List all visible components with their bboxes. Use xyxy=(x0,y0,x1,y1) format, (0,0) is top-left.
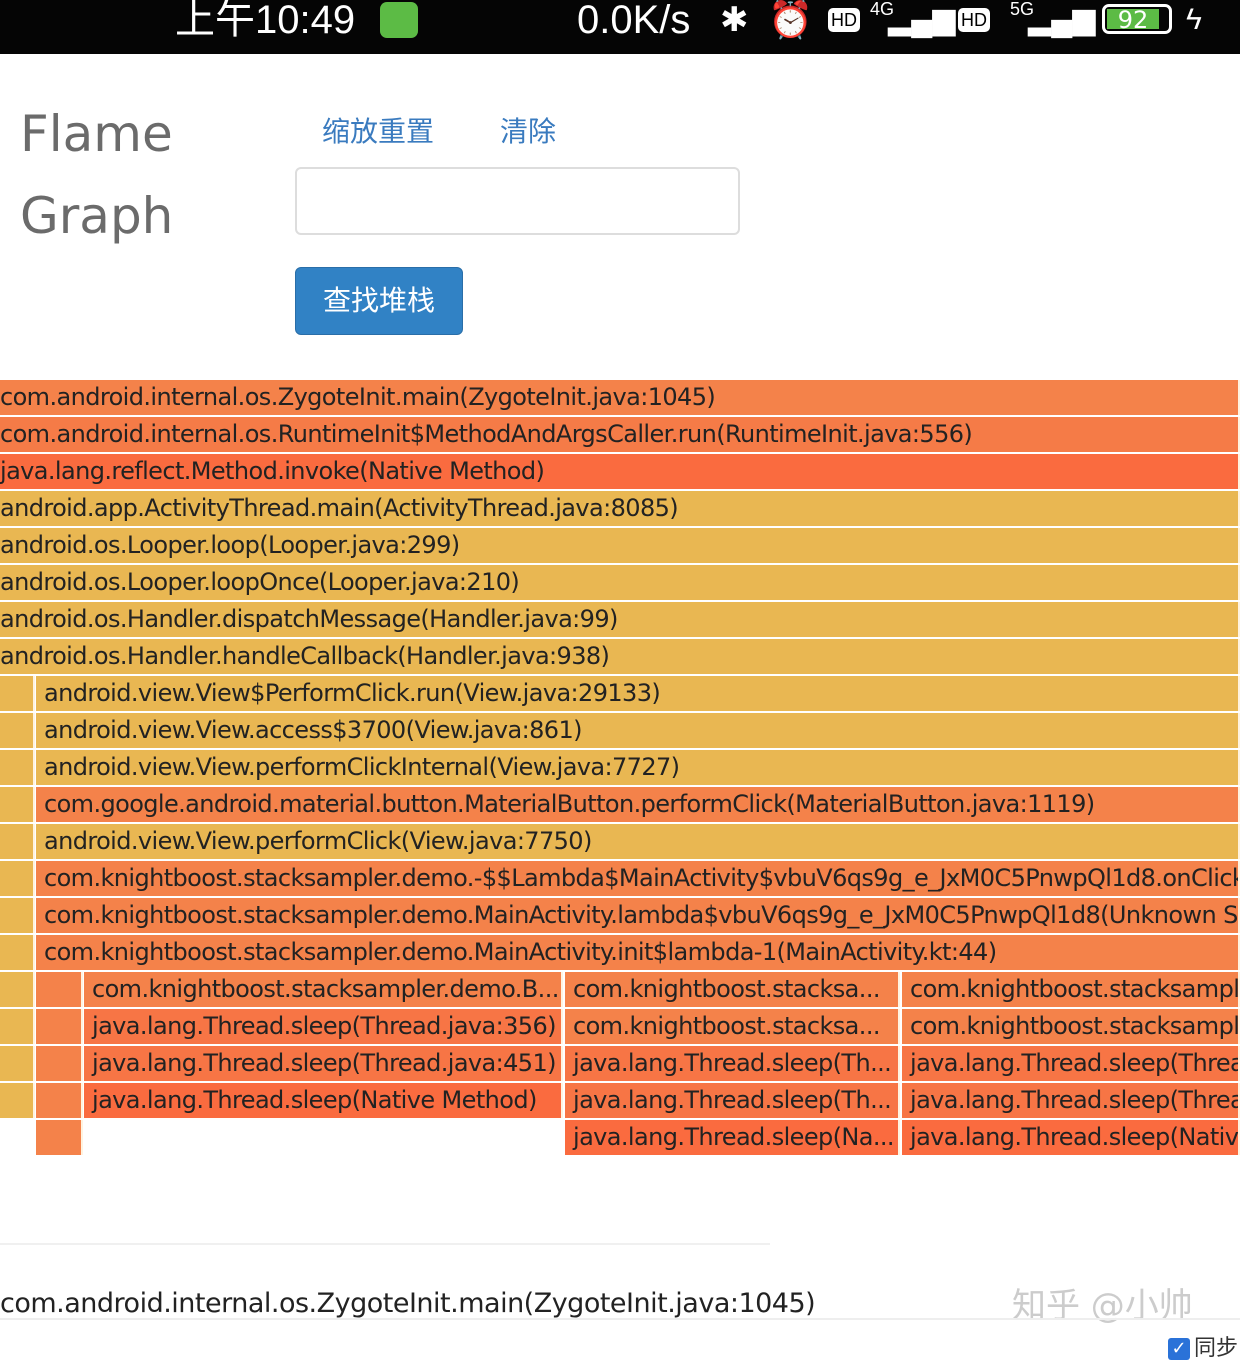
signal-icon-2: ▂▄▆ xyxy=(1028,3,1096,36)
page-title-line1: Flame xyxy=(20,105,173,163)
flame-frame[interactable]: com.knightboost.stacksampler.demo.-$$Lam… xyxy=(36,861,1240,896)
flame-frame[interactable]: java.lang.Thread.sleep(Na... xyxy=(565,1120,900,1155)
hd-icon: HD xyxy=(828,8,860,32)
flame-frame[interactable]: com.knightboost.stacksampler.demo.B... xyxy=(84,972,563,1007)
flame-frame[interactable]: com.knightboost.stacksampler.demo.MainAc… xyxy=(36,898,1240,933)
hd-icon-2: HD xyxy=(958,8,990,32)
battery-level: 92 xyxy=(1107,8,1159,32)
flame-frame[interactable]: java.lang.Thread.sleep(Thread.java:451) xyxy=(84,1046,563,1081)
flame-frame-unlabeled[interactable] xyxy=(0,676,35,711)
flame-frame-unlabeled[interactable] xyxy=(0,861,35,896)
selected-frame-detail: com.android.internal.os.ZygoteInit.main(… xyxy=(0,1288,816,1319)
flame-frame[interactable]: java.lang.Thread.sleep(Threac xyxy=(902,1046,1240,1081)
flame-frame-unlabeled[interactable] xyxy=(36,1120,83,1155)
search-input[interactable] xyxy=(295,167,740,235)
flame-frame-unlabeled[interactable] xyxy=(36,972,83,1007)
network-speed: 0.0K/s xyxy=(577,0,691,42)
flame-frame-unlabeled[interactable] xyxy=(0,1009,35,1044)
flame-frame[interactable]: java.lang.Thread.sleep(Threac xyxy=(902,1083,1240,1118)
flame-frame[interactable]: java.lang.Thread.sleep(Th... xyxy=(565,1046,900,1081)
flame-frame[interactable]: com.knightboost.stacksample xyxy=(902,1009,1240,1044)
flame-frame[interactable]: android.view.View$PerformClick.run(View.… xyxy=(36,676,1240,711)
status-bar: 上午10:49 0.0K/s ✱ ⏰ HD 4G ▂▄▆ HD 5G ▂▄▆ 9… xyxy=(0,0,1240,54)
page-title-line2: Graph xyxy=(20,187,174,245)
flame-frame-unlabeled[interactable] xyxy=(0,787,35,822)
flame-frame[interactable]: java.lang.Thread.sleep(Native xyxy=(902,1120,1240,1155)
flame-frame[interactable]: com.knightboost.stacksa... xyxy=(565,972,900,1007)
flame-frame[interactable]: android.view.View.access$3700(View.java:… xyxy=(36,713,1240,748)
checkbox-checked-icon[interactable]: ✓ xyxy=(1168,1338,1190,1360)
flame-frame-unlabeled[interactable] xyxy=(0,713,35,748)
flame-frame[interactable]: java.lang.Thread.sleep(Native Method) xyxy=(84,1083,563,1118)
sync-label: 同步 xyxy=(1194,1336,1239,1361)
flame-frame-unlabeled[interactable] xyxy=(36,1046,83,1081)
flame-frame[interactable]: android.app.ActivityThread.main(Activity… xyxy=(0,491,1240,526)
flame-frame[interactable]: com.google.android.material.button.Mater… xyxy=(36,787,1240,822)
clear-link[interactable]: 清除 xyxy=(500,115,557,148)
flame-frame[interactable]: android.os.Handler.handleCallback(Handle… xyxy=(0,639,1240,674)
flame-frame[interactable]: java.lang.Thread.sleep(Thread.java:356) xyxy=(84,1009,563,1044)
flame-frame[interactable]: android.os.Handler.dispatchMessage(Handl… xyxy=(0,602,1240,637)
flame-frame[interactable]: android.os.Looper.loop(Looper.java:299) xyxy=(0,528,1240,563)
flame-frame-unlabeled[interactable] xyxy=(0,824,35,859)
flame-frame[interactable]: com.knightboost.stacksample xyxy=(902,972,1240,1007)
alarm-icon: ⏰ xyxy=(768,0,813,40)
flame-frame[interactable]: com.android.internal.os.ZygoteInit.main(… xyxy=(0,380,1240,415)
flame-frame[interactable]: java.lang.reflect.Method.invoke(Native M… xyxy=(0,454,1240,489)
flame-frame-unlabeled[interactable] xyxy=(0,1046,35,1081)
flame-frame[interactable]: com.knightboost.stacksampler.demo.MainAc… xyxy=(36,935,1240,970)
search-stack-button[interactable]: 查找堆栈 xyxy=(295,267,463,335)
battery-icon: 92 xyxy=(1102,4,1172,34)
flame-frame-unlabeled[interactable] xyxy=(0,1083,35,1118)
clock: 上午10:49 xyxy=(175,0,356,42)
flame-frame[interactable]: com.android.internal.os.RuntimeInit$Meth… xyxy=(0,417,1240,452)
bluetooth-icon: ✱ xyxy=(720,1,749,39)
flame-frame[interactable]: android.view.View.performClick(View.java… xyxy=(36,824,1240,859)
flame-frame-unlabeled[interactable] xyxy=(0,972,35,1007)
network-5g: 5G xyxy=(1010,0,1035,19)
flame-frame-unlabeled[interactable] xyxy=(36,1009,83,1044)
divider-2 xyxy=(0,1318,1240,1320)
flame-frame-unlabeled[interactable] xyxy=(0,750,35,785)
charging-icon: ϟ xyxy=(1186,3,1202,36)
flame-frame[interactable]: java.lang.Thread.sleep(Th... xyxy=(565,1083,900,1118)
flame-frame-unlabeled[interactable] xyxy=(36,1083,83,1118)
signal-icon: ▂▄▆ xyxy=(888,3,956,36)
sync-checkbox[interactable]: ✓同步 xyxy=(1168,1330,1238,1362)
flame-frame-unlabeled[interactable] xyxy=(0,935,35,970)
flame-frame-unlabeled[interactable] xyxy=(0,898,35,933)
reset-zoom-link[interactable]: 缩放重置 xyxy=(322,115,435,148)
divider xyxy=(0,1243,770,1245)
flame-frame[interactable]: com.knightboost.stacksa... xyxy=(565,1009,900,1044)
android-app-icon xyxy=(380,2,418,38)
flame-frame[interactable]: android.os.Looper.loopOnce(Looper.java:2… xyxy=(0,565,1240,600)
network-4g: 4G xyxy=(870,0,895,19)
flame-frame[interactable]: android.view.View.performClickInternal(V… xyxy=(36,750,1240,785)
